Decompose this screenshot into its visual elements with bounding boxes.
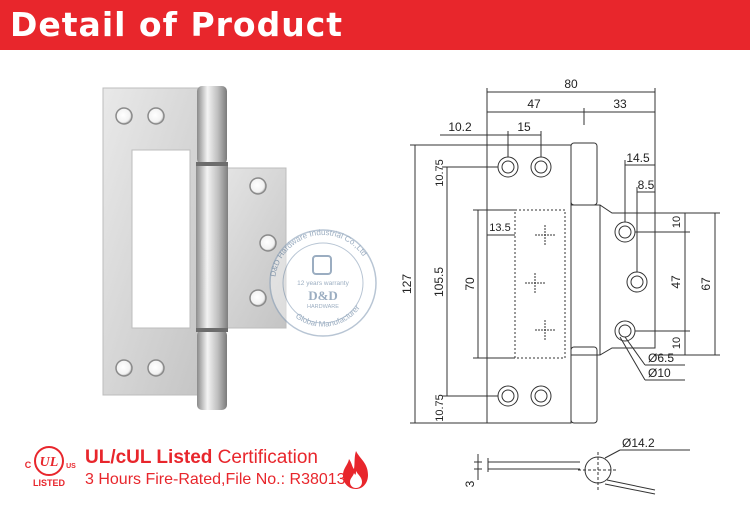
dims-left bbox=[410, 144, 515, 424]
hinge-outer-leaf bbox=[102, 87, 206, 396]
drawing-knuckle-top bbox=[570, 142, 598, 206]
drawing-left-leaf bbox=[486, 144, 572, 424]
hinge-hole bbox=[249, 177, 267, 195]
hinge-knuckle-bottom bbox=[197, 330, 227, 410]
hinge-knuckle-middle bbox=[196, 164, 228, 330]
ul-mark: UL bbox=[40, 455, 59, 470]
dim-total-width: 80 bbox=[564, 77, 578, 91]
drawing-knuckle-bottom bbox=[570, 346, 598, 424]
hinge-photo bbox=[102, 86, 287, 410]
hinge-hole bbox=[147, 359, 165, 377]
hinge-hole bbox=[147, 107, 165, 125]
hinge-knuckle-top bbox=[197, 86, 227, 164]
dim-side-diameter: Ø14.2 bbox=[622, 436, 655, 450]
drawing-cross-marks bbox=[525, 225, 555, 340]
hinge-hole bbox=[115, 107, 133, 125]
drawing-side-view bbox=[474, 449, 690, 495]
dim-hole-pitch: 15 bbox=[517, 120, 531, 134]
dim-top-edge: 10.75 bbox=[434, 159, 446, 187]
dims-right bbox=[619, 160, 720, 381]
watermark-logo-icon bbox=[312, 255, 332, 275]
dim-right-span: 67 bbox=[699, 277, 713, 291]
technical-drawing bbox=[410, 88, 720, 495]
certification-title-rest: Certification bbox=[212, 447, 318, 468]
hinge-hole bbox=[115, 359, 133, 377]
dim-right-pitch: 47 bbox=[669, 275, 683, 289]
drawing-slot bbox=[514, 209, 566, 359]
dim-left-part: 47 bbox=[527, 97, 541, 111]
dim-right-edge-top: 10 bbox=[671, 216, 683, 228]
dim-hole-d2: Ø10 bbox=[648, 366, 671, 380]
dim-right-edge-bottom: 10 bbox=[671, 337, 683, 349]
watermark-brand-sub: HARDWARE bbox=[307, 304, 339, 310]
certification-subtitle: 3 Hours Fire-Rated,File No.: R38013 bbox=[85, 471, 346, 488]
watermark-brand: D&D bbox=[308, 288, 338, 303]
dim-bottom-edge: 10.75 bbox=[434, 394, 446, 422]
ul-listed-logo-icon: UL C US bbox=[25, 446, 76, 476]
dim-slot: 70 bbox=[463, 277, 477, 291]
dim-right-offset1: 14.5 bbox=[626, 151, 650, 165]
ul-listed-text: LISTED bbox=[32, 478, 65, 488]
ul-c-mark: C bbox=[25, 460, 32, 470]
drawing-holes-left bbox=[497, 156, 552, 407]
dim-side-thickness: 3 bbox=[463, 480, 477, 487]
dim-right-offset2: 8.5 bbox=[638, 178, 655, 192]
certification-title: UL/cUL Listed Certification bbox=[85, 447, 318, 469]
dim-offset: 10.2 bbox=[448, 120, 472, 134]
hinge-hole bbox=[259, 234, 277, 252]
page-title: Detail of Product bbox=[10, 5, 344, 44]
dim-height: 127 bbox=[400, 274, 414, 294]
drawing-holes-right bbox=[614, 221, 648, 342]
dim-hole-d1: Ø6.5 bbox=[648, 351, 674, 365]
dimension-labels: 80 47 33 10.2 15 127 105.5 70 10.75 10.7… bbox=[400, 77, 713, 487]
dim-inner: 105.5 bbox=[432, 267, 446, 297]
watermark-stamp: D&D Hardware Industrial Co.,Ltd Global M… bbox=[268, 228, 377, 337]
header-banner: Detail of Product bbox=[0, 0, 750, 50]
flame-icon bbox=[343, 451, 368, 489]
dims-top bbox=[440, 88, 656, 213]
dim-right-part: 33 bbox=[613, 97, 627, 111]
dim-notch: 13.5 bbox=[489, 222, 510, 234]
watermark-warranty: 12 years warranty bbox=[297, 280, 349, 287]
certification-title-bold: UL/cUL Listed bbox=[85, 447, 213, 468]
ul-us-mark: US bbox=[66, 463, 76, 470]
drawing-right-leaf bbox=[571, 204, 656, 356]
hinge-hole bbox=[249, 289, 267, 307]
